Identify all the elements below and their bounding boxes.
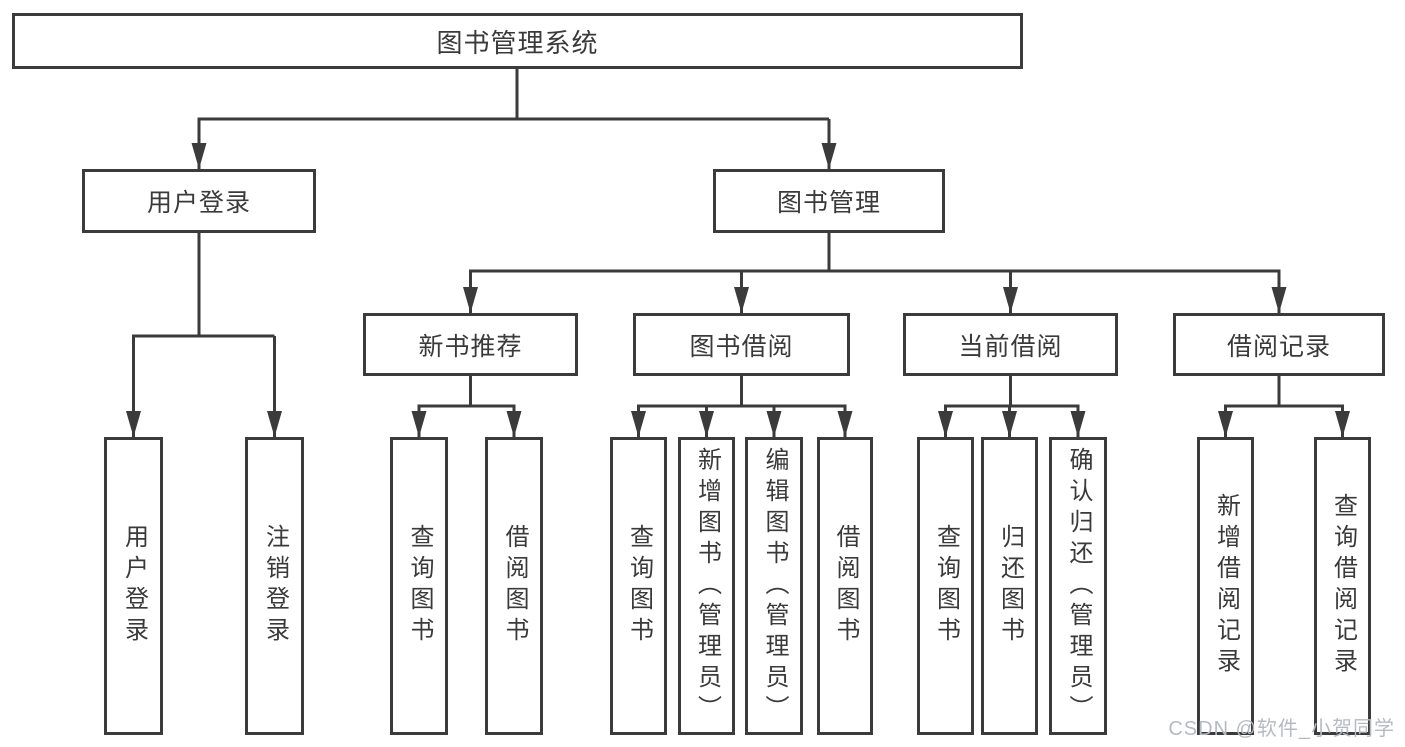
node-leaf-edit-book-admin: 编辑图书（管理员） — [745, 437, 803, 735]
node-book-borrowing: 图书借阅 — [633, 313, 850, 376]
leaf-label: 查询图书 — [406, 524, 433, 648]
node-leaf-query-books-2: 查询图书 — [610, 437, 667, 735]
leaf-label: 注销登录 — [261, 524, 289, 648]
leaf-label: 新增图书（管理员） — [693, 446, 721, 726]
node-leaf-user-login: 用户登录 — [104, 437, 163, 735]
node-user-login: 用户登录 — [82, 169, 316, 233]
node-leaf-add-borrow-record: 新增借阅记录 — [1197, 437, 1254, 735]
leaf-label: 借阅图书 — [832, 524, 859, 648]
node-current-borrowing: 当前借阅 — [903, 313, 1118, 376]
node-book-management: 图书管理 — [713, 169, 945, 233]
node-leaf-add-book-admin: 新增图书（管理员） — [678, 437, 735, 735]
node-library-system: 图书管理系统 — [12, 13, 1023, 69]
node-leaf-query-borrow-record: 查询借阅记录 — [1314, 437, 1371, 735]
leaf-label: 归还图书 — [996, 524, 1024, 648]
leaf-label: 借阅图书 — [501, 524, 528, 648]
node-leaf-query-books-3: 查询图书 — [917, 437, 974, 735]
leaf-label: 新增借阅记录 — [1212, 493, 1240, 679]
leaf-label: 用户登录 — [120, 524, 148, 648]
csdn-watermark: CSDN @软件_小贺同学 — [1168, 718, 1395, 740]
node-leaf-logout: 注销登录 — [245, 437, 304, 735]
leaf-label: 确认归还（管理员） — [1065, 446, 1092, 726]
leaf-label: 查询图书 — [625, 524, 653, 648]
node-leaf-confirm-return-admin: 确认归还（管理员） — [1049, 437, 1107, 735]
node-leaf-borrow-books-1: 借阅图书 — [485, 437, 543, 735]
leaf-label: 编辑图书（管理员） — [761, 446, 788, 726]
node-leaf-return-books: 归还图书 — [981, 437, 1038, 735]
node-new-book-recommendation: 新书推荐 — [363, 313, 578, 376]
leaf-label: 查询借阅记录 — [1329, 493, 1357, 679]
node-borrowing-records: 借阅记录 — [1173, 313, 1385, 376]
leaf-label: 查询图书 — [932, 524, 960, 648]
node-leaf-query-books-1: 查询图书 — [390, 437, 448, 735]
node-leaf-borrow-books-2: 借阅图书 — [817, 437, 873, 735]
